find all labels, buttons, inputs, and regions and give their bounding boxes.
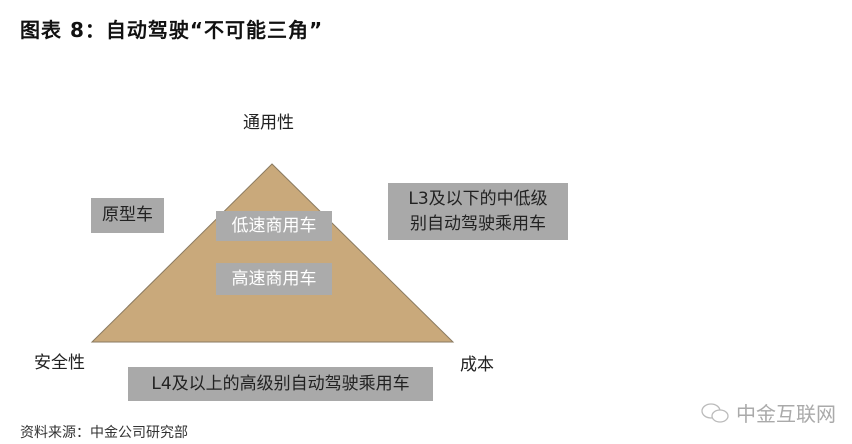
l3-line-2: 别自动驾驶乘用车 [410,213,546,234]
watermark-text: 中金互联网 [736,402,836,426]
vertex-label-top: 通用性 [243,113,294,133]
high-speed-commercial-box: 高速商用车 [216,263,332,295]
wechat-icon [701,402,729,423]
vertex-label-right: 成本 [460,355,494,375]
l3-line-1: L3及以下的中低级 [408,188,548,209]
prototype-box: 原型车 [91,198,164,233]
vertex-label-left: 安全性 [34,353,85,373]
triangle-shape [90,163,455,343]
low-speed-commercial-box: 低速商用车 [216,211,332,241]
figure-title: 图表 8：自动驾驶“不可能三角” [20,18,324,42]
source-note: 资料来源：中金公司研究部 [20,425,188,441]
l3-passenger-box: L3及以下的中低级 别自动驾驶乘用车 [388,183,568,240]
l4-passenger-box: L4及以上的高级别自动驾驶乘用车 [128,367,433,401]
watermark: 中金互联网 [700,398,836,427]
